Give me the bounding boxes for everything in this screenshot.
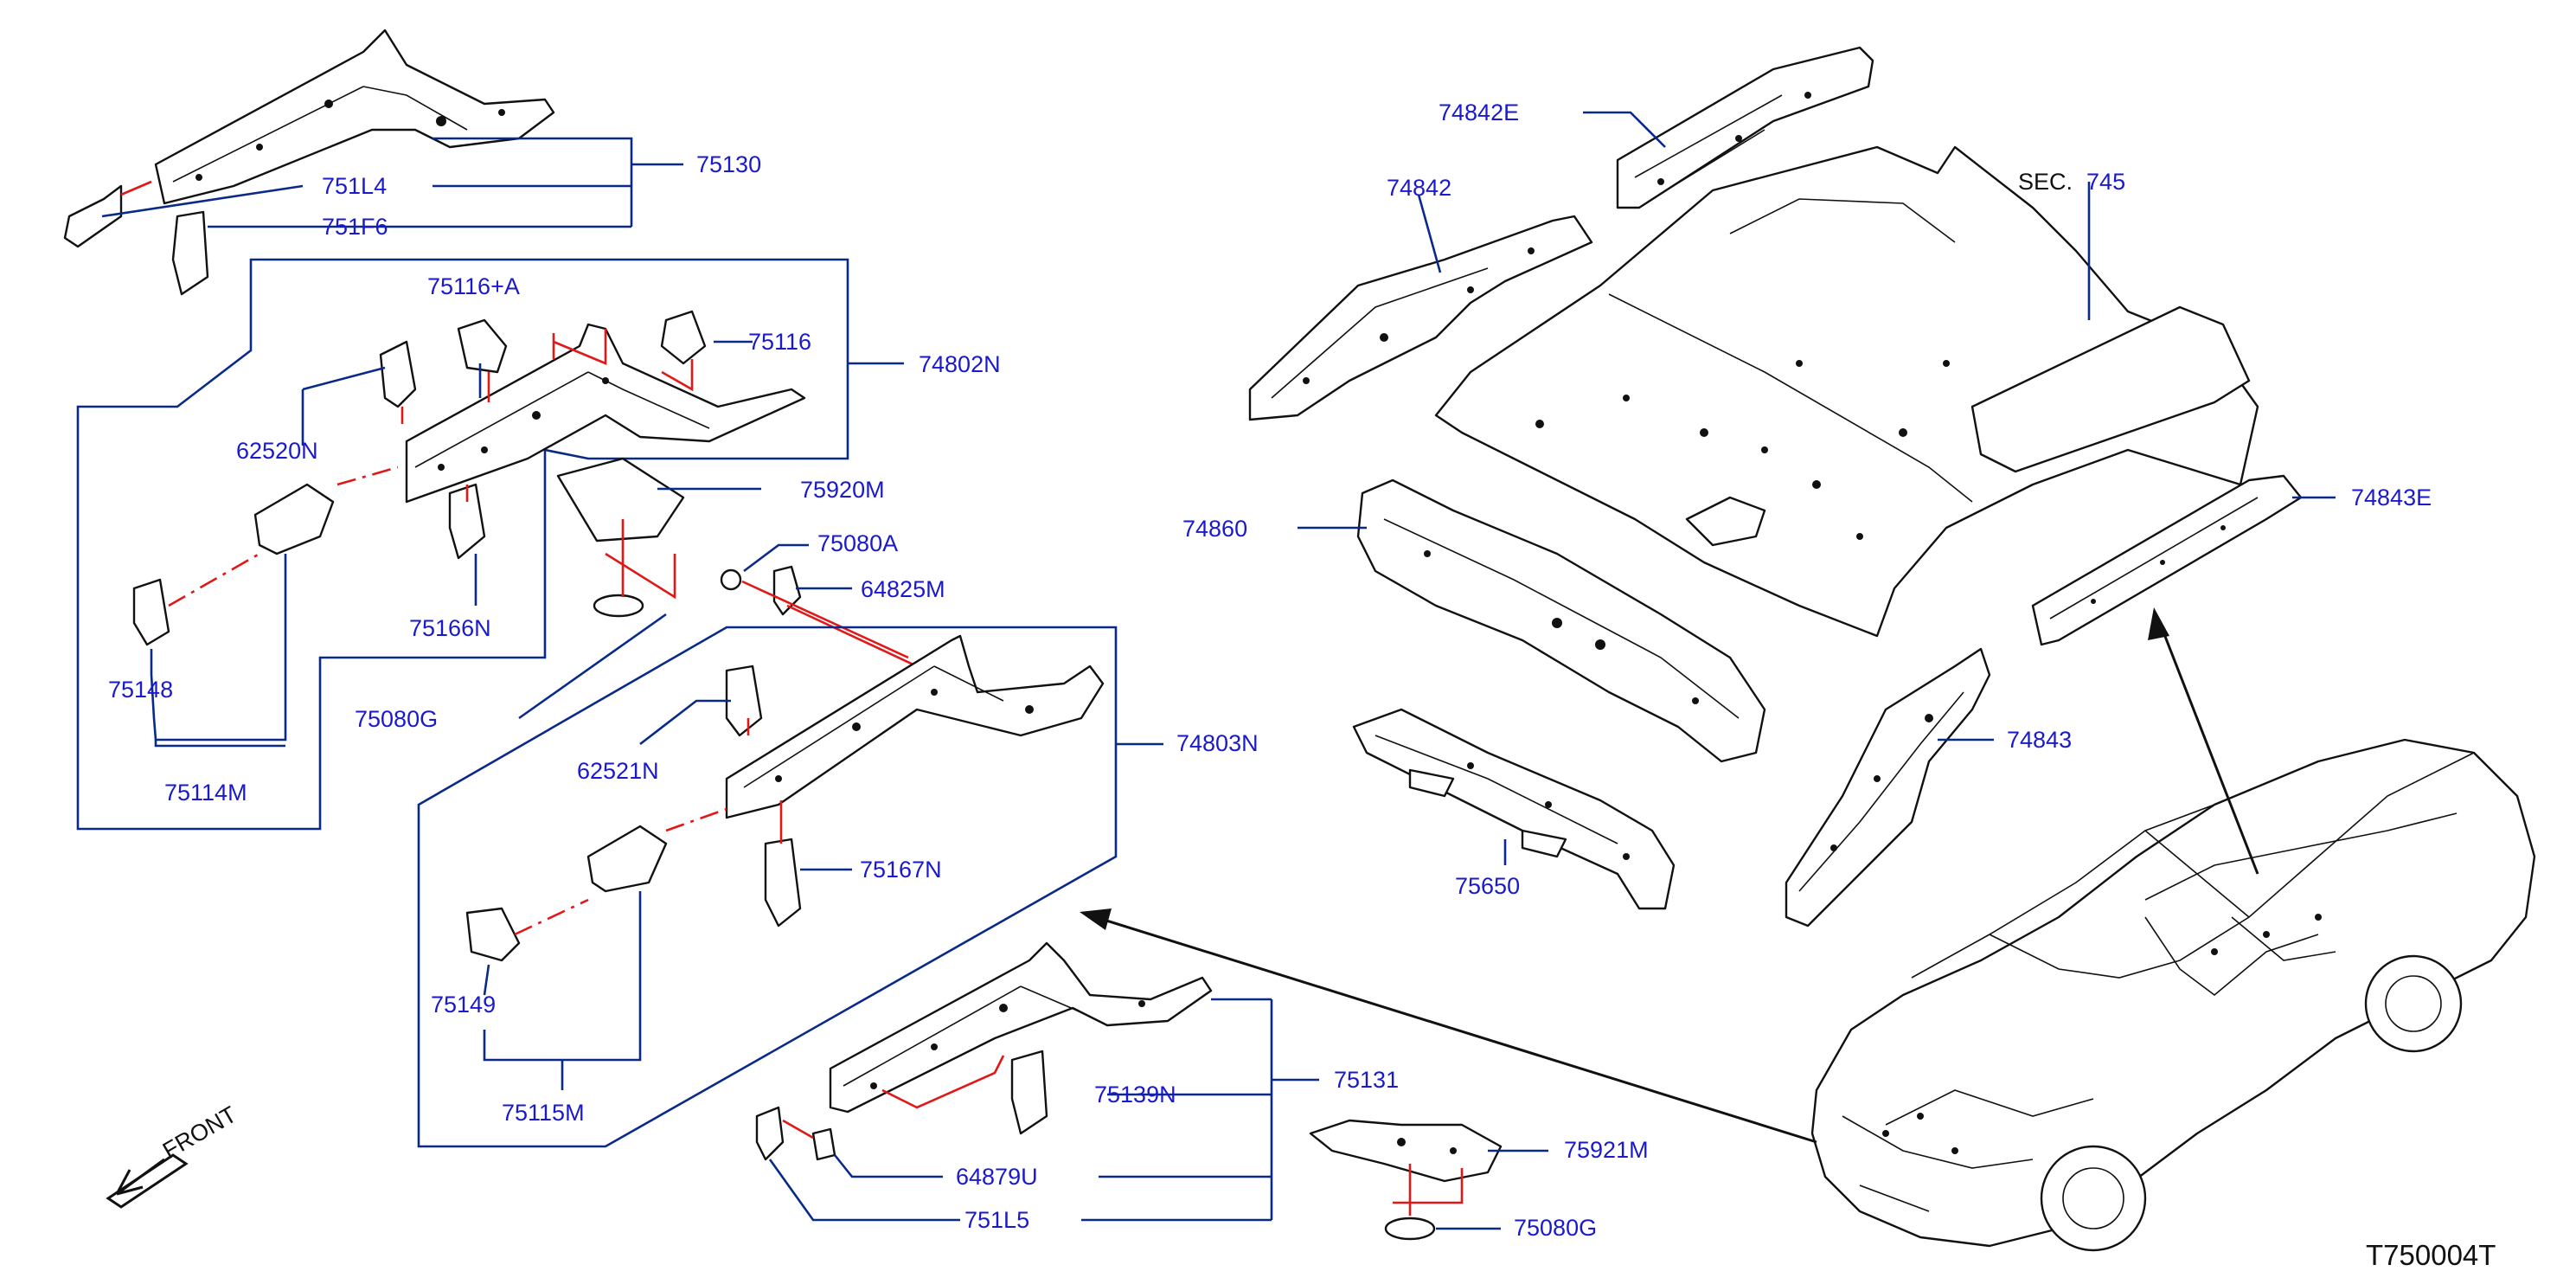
callout-75650: 75650 — [1455, 873, 1520, 899]
callout-75148: 75148 — [108, 677, 173, 703]
callout-75080G-upper: 75080G — [355, 706, 438, 732]
rail-assembly-75131 — [755, 941, 1213, 1161]
callout-75131: 75131 — [1334, 1067, 1399, 1093]
callout-74843E: 74843E — [2351, 485, 2432, 510]
member-74843 — [1785, 647, 1991, 928]
bolt-and-bracket — [720, 565, 918, 668]
pointer-arrow-to-floor — [2148, 607, 2259, 875]
bracket-75921M — [1309, 1119, 1503, 1241]
rear-floor-assembly — [1434, 145, 2259, 638]
callout-75921M: 75921M — [1564, 1137, 1649, 1163]
diagram-code: T750004T — [2366, 1239, 2496, 1271]
member-74860 — [1356, 478, 1766, 763]
callout-751L5: 751L5 — [964, 1207, 1029, 1233]
callout-75139N: 75139N — [1094, 1082, 1176, 1107]
section-reference: SEC. 745 — [2018, 169, 2125, 195]
member-74843E — [2031, 474, 2303, 646]
pointer-arrow-to-side-members — [1080, 908, 1817, 1144]
callout-75116-plus-a: 75116+A — [427, 273, 520, 299]
front-label: FRONT — [158, 1101, 241, 1164]
callout-75130: 75130 — [696, 151, 761, 177]
mating-lines-left — [168, 329, 694, 607]
callout-74842E: 74842E — [1439, 100, 1519, 125]
callout-64825M: 64825M — [861, 576, 945, 602]
member-75650 — [1352, 708, 1676, 910]
callout-74860: 74860 — [1182, 516, 1247, 542]
callout-75149: 75149 — [431, 992, 496, 1018]
front-side-member-right — [465, 634, 1105, 962]
callout-74803N: 74803N — [1176, 730, 1259, 756]
callout-75115M: 75115M — [502, 1100, 585, 1126]
callout-64879U: 64879U — [956, 1164, 1038, 1190]
callout-62521N: 62521N — [577, 758, 659, 784]
callout-75166N: 75166N — [409, 615, 491, 641]
callout-75920M: 75920M — [800, 477, 885, 503]
callout-75080G-lower: 75080G — [1514, 1215, 1597, 1241]
callout-75116: 75116 — [748, 329, 811, 355]
callout-74842: 74842 — [1387, 175, 1451, 201]
member-74842E — [1616, 46, 1874, 209]
front-side-member-left — [132, 310, 806, 646]
callout-74802N: 74802N — [919, 351, 1001, 377]
callout-75167N: 75167N — [860, 857, 942, 883]
callout-751F6: 751F6 — [322, 214, 388, 240]
callout-751L4: 751L4 — [322, 173, 387, 199]
member-74842 — [1248, 215, 1593, 421]
front-arrow-icon — [106, 1153, 189, 1209]
callout-75080A: 75080A — [817, 530, 898, 556]
callout-75114M: 75114M — [164, 780, 247, 806]
mating-lines-right — [514, 718, 783, 936]
callout-62520N: 62520N — [236, 438, 318, 464]
rail-assembly-75130 — [63, 29, 555, 296]
vehicle-illustration — [1810, 738, 2536, 1252]
callout-74843: 74843 — [2007, 727, 2072, 753]
